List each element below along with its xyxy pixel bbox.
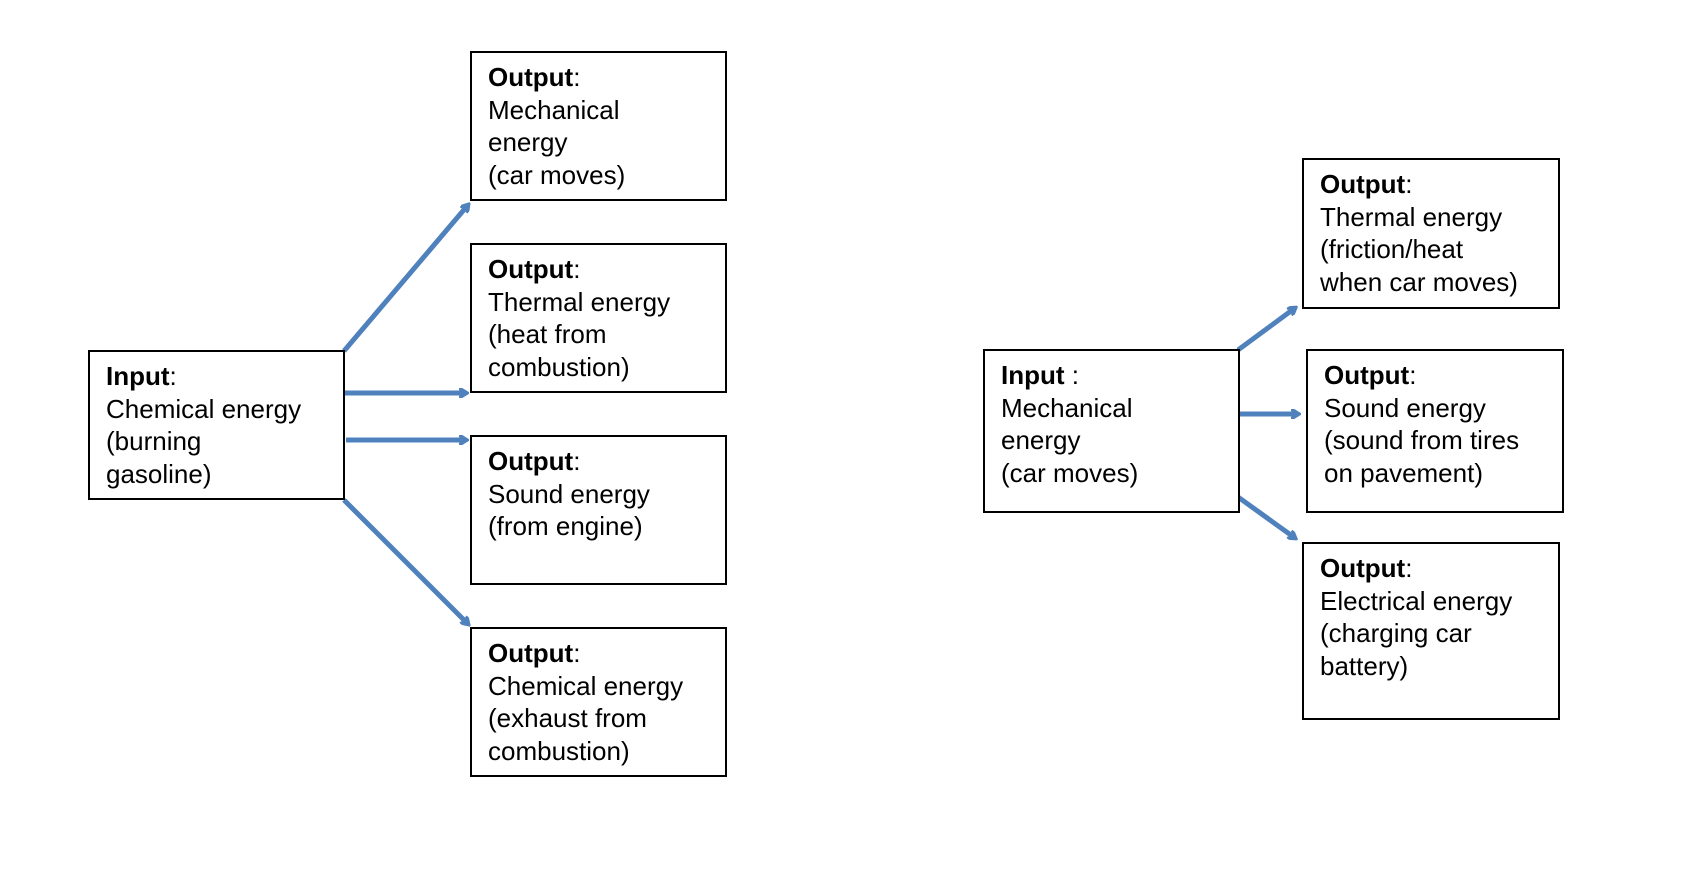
input-text-line: energy xyxy=(1001,425,1081,455)
input-text-line: (burning xyxy=(106,426,202,456)
output-heading: Output: xyxy=(1324,359,1548,392)
input-heading: Input: xyxy=(106,360,329,393)
input-label: Input xyxy=(1001,360,1065,390)
output-box-thermal: Output: Thermal energy (heat from combus… xyxy=(470,243,727,393)
input-text-line: (car moves) xyxy=(1001,457,1139,488)
output-heading: Output: xyxy=(488,445,711,478)
input-text-line: Chemical energy xyxy=(106,393,302,424)
output-text-line: energy xyxy=(488,127,568,157)
output-heading: Output: xyxy=(488,61,711,94)
output-label: Output xyxy=(1320,169,1406,199)
output-label: Output xyxy=(488,638,574,668)
output-text-line: Mechanical xyxy=(488,94,620,125)
output-colon: : xyxy=(1405,169,1413,199)
output-colon: : xyxy=(573,62,581,92)
input-label: Input xyxy=(106,361,170,391)
output-label: Output xyxy=(488,446,574,476)
output-box-thermal-friction: Output: Thermal energy (friction/heat wh… xyxy=(1302,158,1560,309)
output-text-line: Chemical energy xyxy=(488,670,684,701)
output-colon: : xyxy=(1405,553,1413,583)
output-text-line: (heat from xyxy=(488,319,607,349)
output-text-line: Thermal energy xyxy=(488,286,671,317)
output-text-line: on pavement) xyxy=(1324,457,1483,488)
output-colon: : xyxy=(573,638,581,668)
output-text-line: combustion) xyxy=(488,735,630,766)
output-heading: Output: xyxy=(488,637,711,670)
output-text-line: when car moves) xyxy=(1320,266,1518,297)
output-text-line: Thermal energy xyxy=(1320,201,1503,232)
input-box-chemical: Input: Chemical energy (burning gasoline… xyxy=(88,350,345,500)
input-heading: Input : xyxy=(1001,359,1224,392)
output-text-line: Sound energy xyxy=(1324,392,1486,423)
output-text-line: (exhaust from xyxy=(488,703,647,733)
output-text-line: battery) xyxy=(1320,650,1409,681)
output-box-mechanical: Output: Mechanical energy (car moves) xyxy=(470,51,727,201)
output-heading: Output: xyxy=(1320,552,1544,585)
output-text-line: Electrical energy xyxy=(1320,585,1513,616)
output-heading: Output: xyxy=(1320,168,1544,201)
output-text-line: (friction/heat xyxy=(1320,234,1464,264)
arrow-right-to-electrical xyxy=(1236,494,1295,538)
output-colon: : xyxy=(1409,360,1417,390)
input-text-line: Mechanical xyxy=(1001,392,1133,423)
output-text-line: (car moves) xyxy=(488,159,626,190)
arrow-right-to-thermal xyxy=(1236,308,1295,353)
output-box-chemical: Output: Chemical energy (exhaust from co… xyxy=(470,627,727,777)
output-colon: : xyxy=(573,254,581,284)
output-box-sound-tires: Output: Sound energy (sound from tires o… xyxy=(1306,349,1564,513)
output-colon: : xyxy=(573,446,581,476)
input-box-mechanical: Input : Mechanical energy (car moves) xyxy=(983,349,1240,513)
input-text-line: gasoline) xyxy=(106,458,212,489)
output-label: Output xyxy=(1320,553,1406,583)
output-text-line: Sound energy xyxy=(488,478,650,509)
input-colon: : xyxy=(169,361,177,391)
output-box-sound: Output: Sound energy (from engine) xyxy=(470,435,727,585)
output-text-line: (from engine) xyxy=(488,511,643,541)
output-text-line: (sound from tires xyxy=(1324,425,1520,455)
arrow-left-to-chemical xyxy=(342,498,468,624)
input-colon: : xyxy=(1064,360,1079,390)
output-label: Output xyxy=(488,62,574,92)
output-text-line: (charging car xyxy=(1320,618,1472,648)
arrow-left-to-mechanical xyxy=(342,205,468,353)
output-heading: Output: xyxy=(488,253,711,286)
output-label: Output xyxy=(488,254,574,284)
output-text-line: combustion) xyxy=(488,351,630,382)
output-box-electrical: Output: Electrical energy (charging car … xyxy=(1302,542,1560,720)
output-label: Output xyxy=(1324,360,1410,390)
